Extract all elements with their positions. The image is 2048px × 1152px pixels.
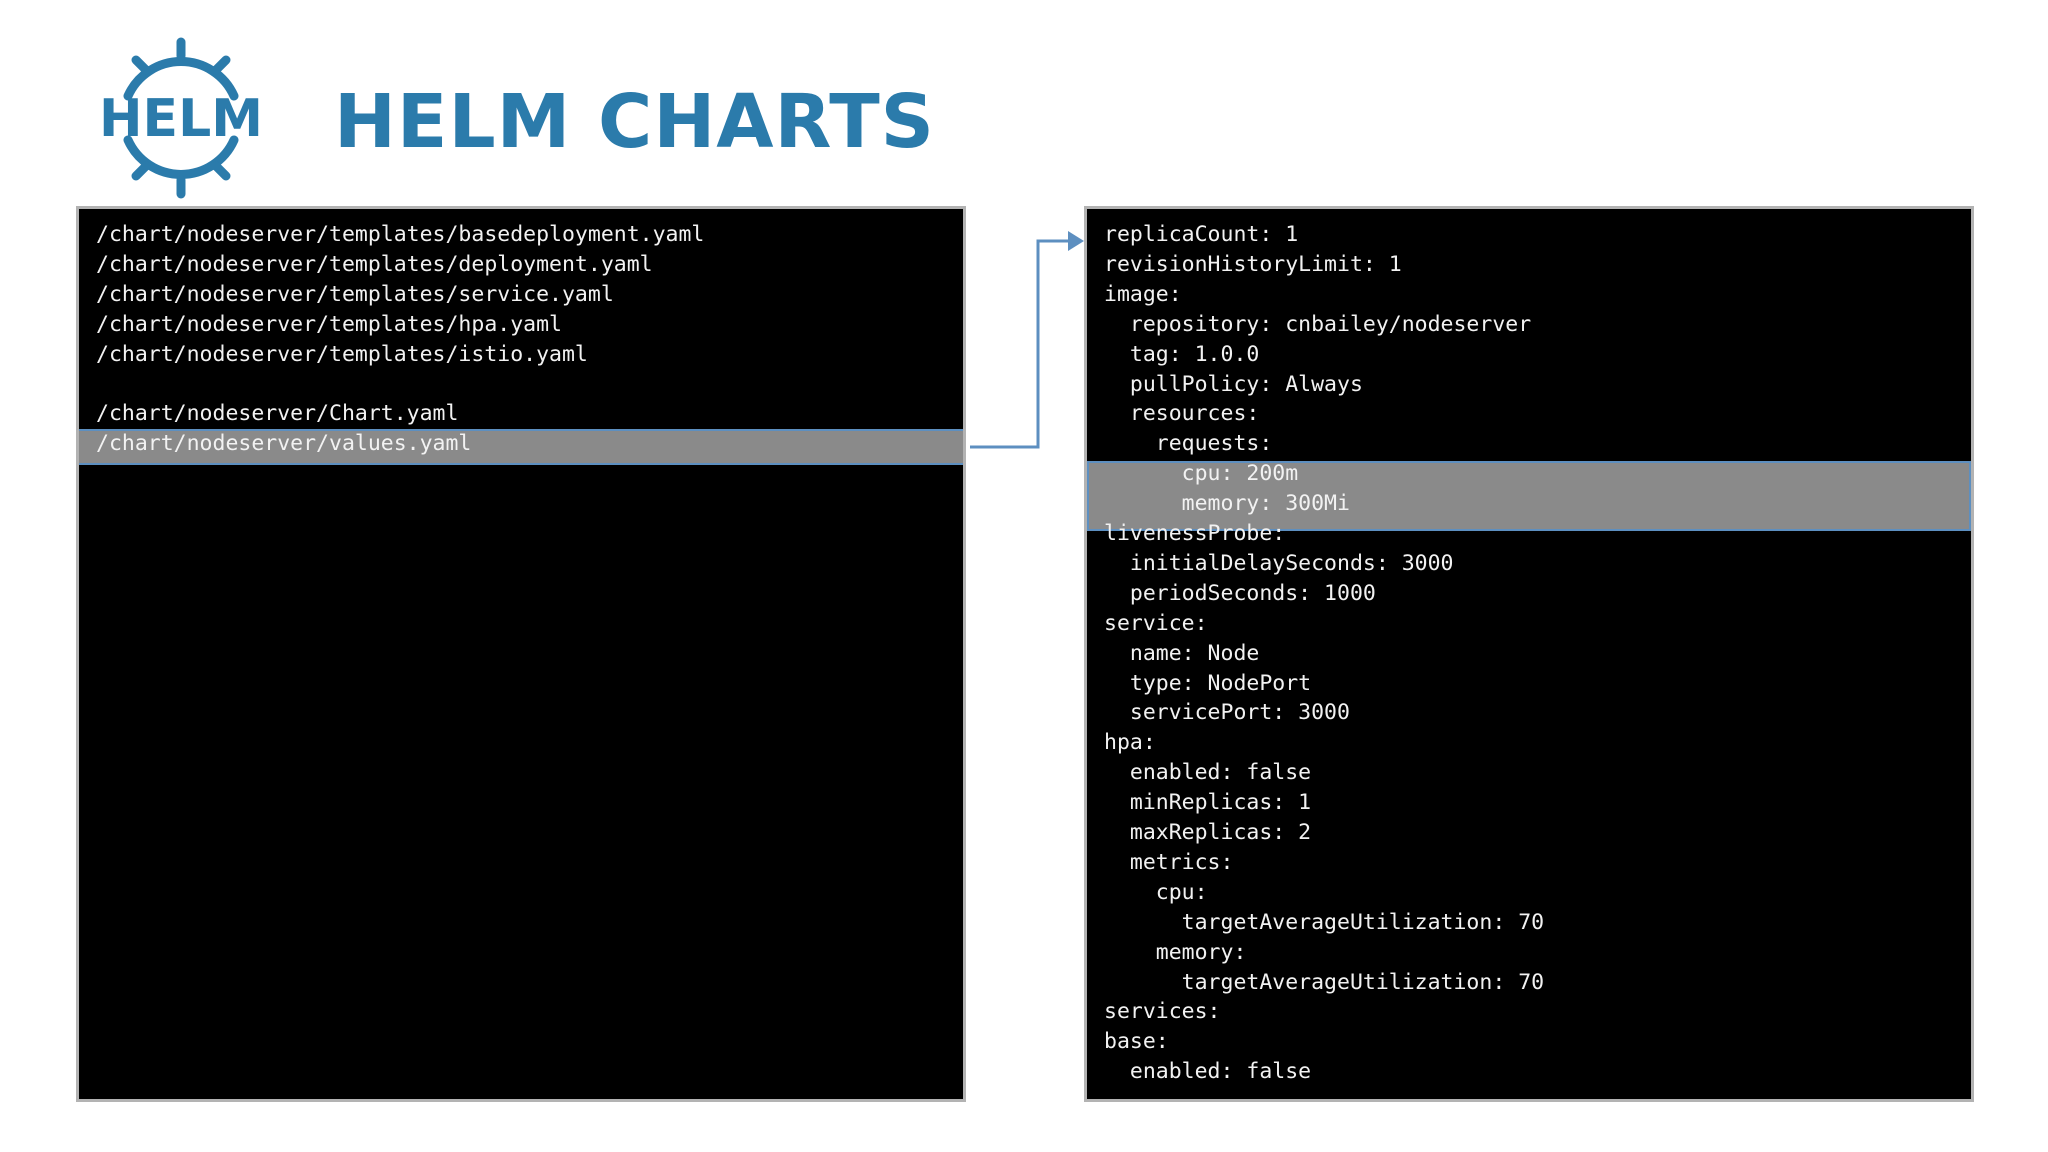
yaml-line: requests: xyxy=(1104,431,1273,457)
yaml-line: memory: 300Mi xyxy=(1104,491,1350,517)
logo-text: HELM xyxy=(99,89,263,149)
values-yaml-panel: replicaCount: 1 revisionHistoryLimit: 1 im… xyxy=(1084,206,1974,1102)
yaml-line: type: NodePort xyxy=(1104,670,1312,696)
yaml-line: initialDelaySeconds: 3000 xyxy=(1104,550,1454,576)
yaml-line: targetAverageUtilization: 70 xyxy=(1104,909,1545,935)
file-list-item[interactable]: /chart/nodeserver/templates/hpa.yaml xyxy=(96,311,562,337)
yaml-line: metrics: xyxy=(1104,849,1234,875)
yaml-line: targetAverageUtilization: 70 xyxy=(1104,969,1545,995)
yaml-line: service: xyxy=(1104,610,1208,636)
yaml-line: base: xyxy=(1104,1029,1169,1055)
file-list-item[interactable]: /chart/nodeserver/values.yaml xyxy=(96,431,472,457)
yaml-line: replicaCount: 1 xyxy=(1104,222,1299,247)
yaml-line: cpu: 200m xyxy=(1104,461,1299,487)
resources-highlight xyxy=(1087,461,1971,531)
file-list-item[interactable]: /chart/nodeserver/templates/basedeployme… xyxy=(96,222,705,247)
yaml-line: periodSeconds: 1000 xyxy=(1104,580,1376,606)
page-title: HELM CHARTS xyxy=(334,79,935,165)
yaml-line: enabled: false xyxy=(1104,1059,1312,1085)
yaml-line: resources: xyxy=(1104,401,1260,427)
helm-wheel-icon xyxy=(123,37,239,199)
yaml-line: enabled: false xyxy=(1104,760,1312,786)
yaml-line: services: xyxy=(1104,999,1221,1025)
file-list-panel: /chart/nodeserver/templates/basedeployme… xyxy=(76,206,966,1102)
yaml-line: image: xyxy=(1104,281,1182,307)
yaml-line: servicePort: 3000 xyxy=(1104,700,1350,726)
file-list-item[interactable]: /chart/nodeserver/templates/service.yaml xyxy=(96,281,614,307)
file-list-item[interactable]: /chart/nodeserver/templates/istio.yaml xyxy=(96,341,588,367)
yaml-line: tag: 1.0.0 xyxy=(1104,341,1260,367)
helm-logo: HELM xyxy=(99,37,263,199)
yaml-line: repository: cnbailey/nodeserver xyxy=(1104,311,1532,337)
yaml-line: memory: xyxy=(1104,939,1247,965)
yaml-line: hpa: xyxy=(1104,730,1156,756)
yaml-line: livenessProbe: xyxy=(1104,521,1286,546)
file-list-item[interactable]: /chart/nodeserver/templates/deployment.y… xyxy=(96,251,653,277)
yaml-line: maxReplicas: 2 xyxy=(1104,820,1312,845)
selected-file-highlight xyxy=(79,429,963,465)
yaml-line: name: Node xyxy=(1104,640,1260,666)
yaml-line: cpu: xyxy=(1104,879,1208,905)
file-list-item[interactable]: /chart/nodeserver/Chart.yaml xyxy=(96,401,459,427)
yaml-line: pullPolicy: Always xyxy=(1104,371,1363,397)
yaml-line: revisionHistoryLimit: 1 xyxy=(1104,251,1402,277)
arrow-head-icon xyxy=(1068,231,1084,251)
yaml-line: minReplicas: 1 xyxy=(1104,790,1312,816)
